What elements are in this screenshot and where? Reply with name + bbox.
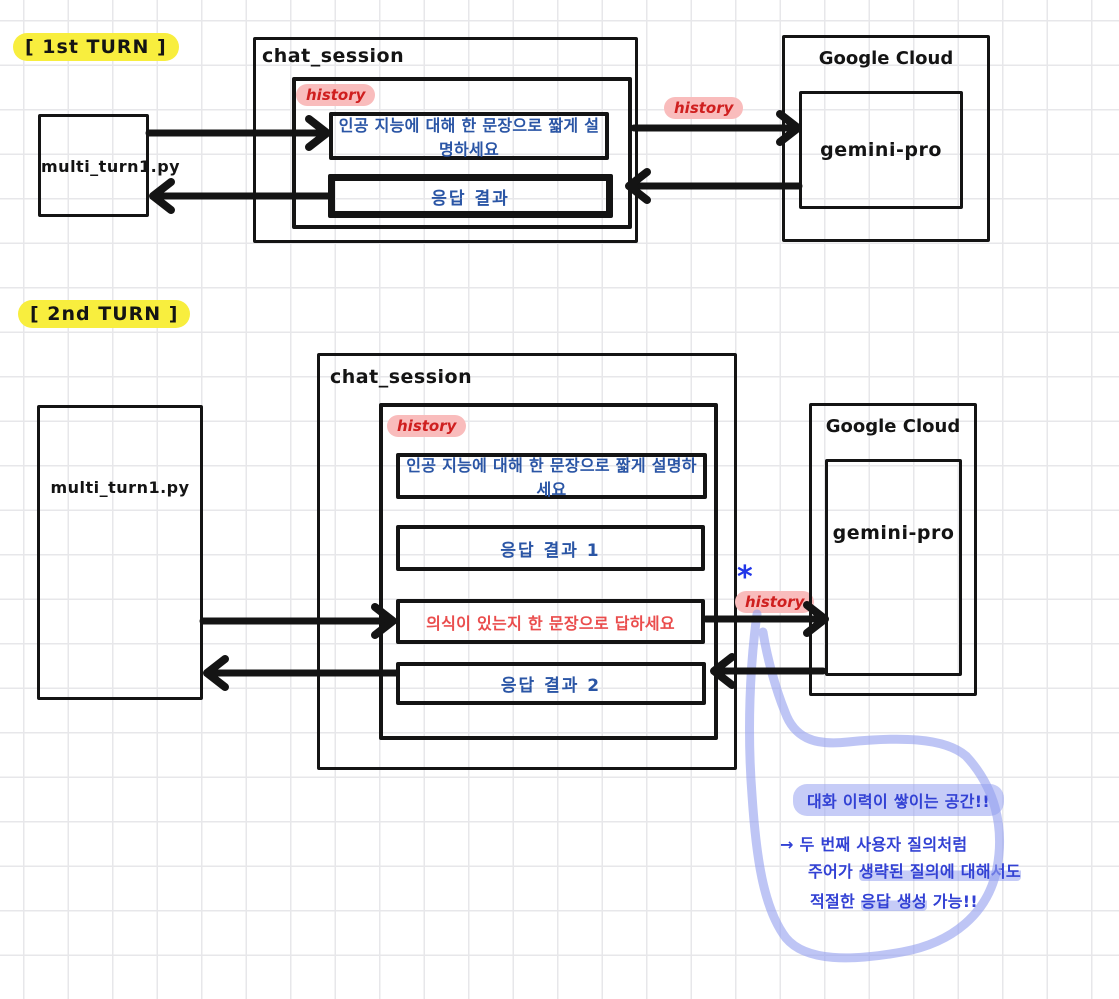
turn2-client-box: multi_turn1.py: [37, 405, 203, 700]
annotation-line4-pre: 적절한: [810, 892, 861, 911]
asterisk-mark: *: [737, 560, 753, 595]
turn1-chat-session-box: [253, 37, 638, 243]
turn1-chat-session-title: chat_session: [262, 45, 405, 67]
turn2-chat-session-title: chat_session: [330, 366, 473, 388]
turn2-arrow-history-label: history: [735, 591, 815, 613]
turn2-model-label: gemini-pro: [832, 522, 955, 544]
turn1-prompt-text: 인공 지능에 대해 한 문장으로 짧게 설명하세요: [338, 116, 600, 159]
turn1-model-response-arrow: [625, 168, 803, 204]
turn1-response-text: 응답 결과: [431, 188, 510, 209]
turn1-response-box: 응답 결과: [328, 174, 613, 218]
turn2-cloud-title: Google Cloud: [825, 416, 961, 437]
turn2-response1-text: 응답 결과 1: [500, 540, 601, 561]
annotation-line1: 대화 이력이 쌓이는 공간!!: [793, 784, 1005, 816]
turn1-cloud-title: Google Cloud: [818, 48, 954, 69]
annotation-line4-highlighted: 응답 생성: [860, 892, 927, 911]
turn2-history-box: [379, 403, 718, 740]
turn2-response2-box: 응답 결과 2: [396, 662, 706, 705]
annotation-line3: 주어가 생략된 질의에 대해서도: [808, 858, 1021, 882]
turn2-response2-text: 응답 결과 2: [500, 676, 602, 696]
turn2-label: [ 2nd TURN ]: [18, 300, 191, 328]
turn2-chat-session-box: [317, 353, 737, 770]
turn2-response1-box: 응답 결과 1: [396, 525, 705, 571]
turn1-client-label: multi_turn1.py: [41, 157, 181, 176]
turn1-model-box: gemini-pro: [799, 91, 963, 209]
turn2-model-box: gemini-pro: [825, 459, 962, 676]
turn1-history-box: [292, 77, 632, 229]
turn2-prompt1-box: 인공 지능에 대해 한 문장으로 짧게 설명하세요: [396, 453, 707, 499]
annotation-line2: → 두 번째 사용자 질의처럼: [780, 835, 968, 854]
turn2-history-label: history: [387, 415, 467, 437]
turn1-model-label: gemini-pro: [820, 139, 942, 161]
turn1-client-box: multi_turn1.py: [38, 114, 181, 217]
turn2-prompt2-box: 의식이 있는지 한 문장으로 답하세요: [396, 599, 705, 644]
turn1-history-label: history: [296, 84, 376, 106]
annotation-line3-highlighted: 생략된 질의에 대해서도: [858, 862, 1021, 881]
annotation-line4: 적절한 응답 생성 가능!!: [810, 888, 978, 912]
turn1-arrow-history-label: history: [664, 97, 744, 119]
annotation-line3-pre: 주어가: [808, 862, 859, 881]
annotation-line4-post: 가능!!: [926, 892, 978, 911]
turn2-prompt2-text: 의식이 있는지 한 문장으로 답하세요: [426, 613, 675, 633]
turn2-prompt1-text: 인공 지능에 대해 한 문장으로 짧게 설명하세요: [406, 456, 697, 499]
turn1-label: [ 1st TURN ]: [13, 33, 179, 61]
turn2-client-label: multi_turn1.py: [50, 478, 190, 497]
turn1-prompt-box: 인공 지능에 대해 한 문장으로 짧게 설명하세요: [329, 112, 609, 160]
